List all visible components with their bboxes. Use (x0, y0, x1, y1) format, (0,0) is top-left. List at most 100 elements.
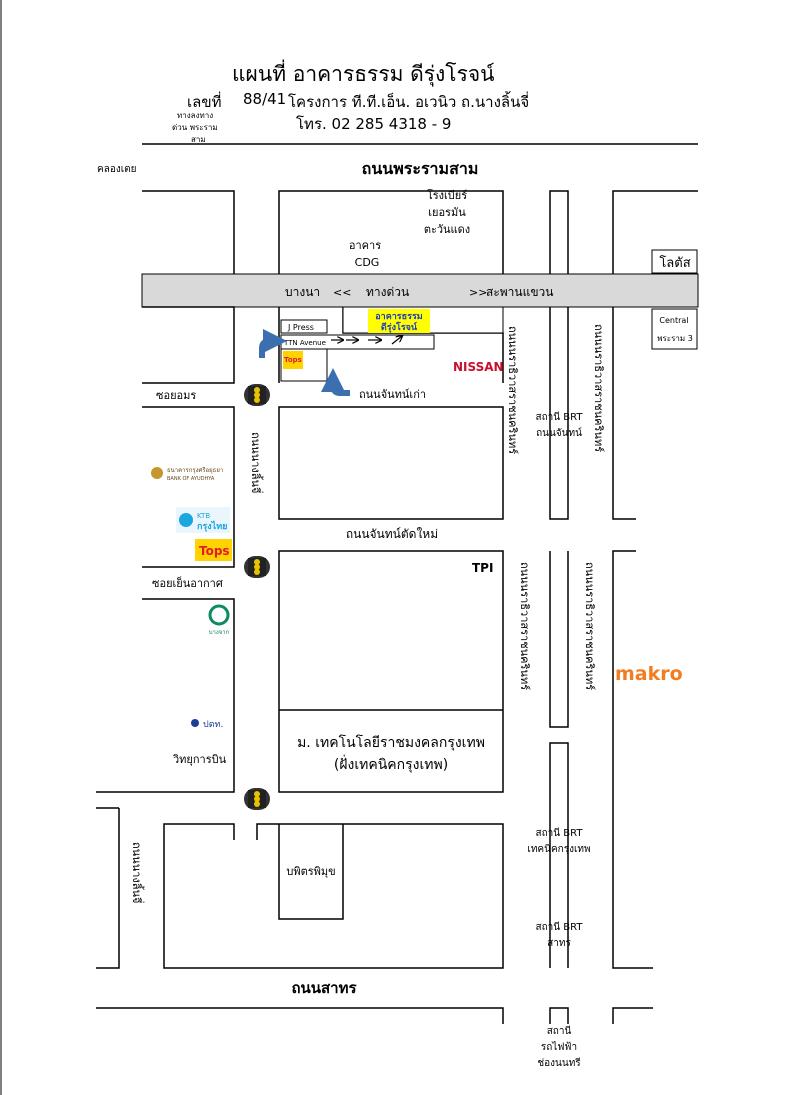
ptt-logo: ปตท. (191, 719, 223, 730)
narathiwat-label-1: ถนนนราธิวาสราชนครินทร์ (506, 326, 519, 454)
road-edge (612, 1007, 653, 1024)
rmutk-label-1: ม. เทคโนโลยีราชมงคลกรุงเทพ (297, 734, 485, 751)
rmutk-label-2: (ฝั่งเทคนิคกรุงเทพ) (334, 755, 448, 773)
brt-technic-label-2: เทคนิคกรุงเทพ (527, 844, 590, 855)
bopit-label: บพิตรพิมุข (286, 865, 335, 878)
nissan-logo: NISSAN (453, 360, 504, 374)
soi-amorn-label: ซอยอมร (156, 389, 196, 402)
expressway-right-arrow: >> (469, 286, 487, 299)
bts-label-2: รถไฟฟ้า (541, 1041, 577, 1053)
road-edge (96, 808, 120, 969)
road-edge (278, 824, 344, 920)
bts-label-1: สถานี (547, 1025, 572, 1037)
brt-sathorn-label-2: สาทร (547, 938, 571, 949)
road-edge (278, 190, 504, 274)
ttn-avenue-label: TTN Avenue (283, 339, 326, 347)
expressway-exit-note-1: ทางลงทาง (177, 111, 214, 120)
aerothai-label: วิทยุการบิน (172, 753, 226, 766)
chan-new-road-label: ถนนจันทน์ตัดใหม่ (346, 527, 438, 541)
ptt-emblem (191, 719, 199, 727)
cdg-label-1: อาคาร (349, 239, 381, 252)
brt-chan-label-2: ถนนจันทน์ (536, 427, 582, 439)
brt-chan-label-1: สถานี BRT (536, 411, 584, 423)
nang-linchi-label-bottom: ถนนนางลิ้นจี่ (130, 842, 145, 903)
address-number: 88/41 (243, 90, 287, 108)
jpress-label: J Press (287, 323, 314, 332)
bank-of-ayudhya-logo: ธนาคารกรุงศรีอยุธยา BANK OF AYUDHYA (151, 466, 223, 482)
blue-turn-arrow-bottom (321, 368, 350, 396)
map-title: แผนที่ อาคารธรรม ดีรุ่งโรจน์ (232, 62, 495, 86)
lotus-label: โลตัส (659, 255, 690, 271)
route-arrow (391, 336, 402, 345)
jpress-building (280, 319, 328, 334)
rama3-road-label: ถนนพระรามสาม (362, 159, 479, 178)
expressway-exit-note-2: ด่วน พระราม (172, 123, 218, 132)
brewery-label-2: เยอรมัน (428, 206, 466, 219)
road-edge (549, 551, 569, 728)
ktb-label-2: กรุงไทย (197, 520, 227, 532)
target-building-label-1: อาคารธรรม (375, 312, 423, 322)
narathiwat-label-3: ถนนนราธิวาสราชนครินทร์ (518, 562, 531, 690)
blue-turn-arrow-left (259, 329, 287, 358)
road-edge (278, 406, 504, 520)
address-project: โครงการ ที.ที.เอ็น. อเวนิว ถ.นางลิ้นจี่ (288, 93, 530, 111)
brt-sathorn-label-1: สถานี BRT (536, 921, 584, 933)
road-edge (163, 823, 504, 969)
bay-label-th: ธนาคารกรุงศรีอยุธยา (167, 466, 223, 474)
brewery-label-3: ตะวันแดง (424, 223, 470, 236)
road-edge (612, 190, 698, 274)
expressway-exit-note-3: สาม (191, 135, 206, 144)
tops-label: Tops (199, 544, 230, 558)
tpi-label: TPI (472, 561, 493, 575)
road-edges (96, 190, 698, 1024)
address-label: เลขที่ (187, 93, 222, 111)
expressway-bangna: บางนา (285, 285, 320, 299)
road-edge (96, 598, 235, 793)
bangchak-emblem (208, 604, 230, 626)
expressway-band (141, 273, 699, 308)
bangchak-logo: บางจาก (206, 602, 232, 636)
target-building-label-2: ดีรุ่งโรจน์ (381, 321, 418, 333)
road-edge (549, 190, 569, 274)
central-label-2: พระราม 3 (657, 334, 693, 343)
central-box (651, 308, 698, 350)
bay-emblem (151, 467, 163, 479)
tops-bg (195, 539, 232, 561)
cdg-label-2: CDG (355, 256, 380, 269)
road-edge (142, 190, 235, 274)
phone-number: โทร. 02 285 4318 - 9 (296, 115, 452, 133)
narathiwat-label-4: ถนนนราธิวาสราชนครินทร์ (583, 562, 596, 690)
route-arrows (331, 336, 402, 345)
soi-yen-akat-label: ซอยเย็นอากาศ (152, 576, 223, 590)
narathiwat-label-2: ถนนนราธิวาสราชนครินทร์ (592, 324, 605, 452)
khlong-toei-label: คลองเตย (97, 164, 136, 175)
expressway-left-arrow: << (333, 286, 351, 299)
road-edge (549, 1007, 569, 1024)
brt-technic-label-1: สถานี BRT (536, 827, 584, 839)
road-edge (612, 307, 636, 520)
ktb-label-1: KTB (197, 512, 210, 520)
road-edge (612, 550, 653, 969)
expressway-suspension-bridge: สะพานแขวน (486, 285, 554, 299)
ktb-emblem (179, 513, 193, 527)
bangchak-label: บางจาก (209, 629, 230, 636)
chan-old-road-label: ถนนจันทน์เก่า (359, 388, 426, 401)
tops-small-label: Tops (284, 356, 302, 364)
traffic-light-3 (244, 788, 270, 810)
road-edge (96, 1007, 504, 1024)
brewery-label-1: โรงเบียร์ (427, 188, 467, 202)
target-building-highlight (368, 309, 430, 333)
makro-logo: makro (615, 663, 683, 685)
bay-label-en: BANK OF AYUDHYA (167, 476, 215, 482)
central-label-1: Central (659, 316, 688, 325)
traffic-light-2 (244, 556, 270, 578)
bts-label-3: ช่องนนทรี (537, 1057, 581, 1069)
ptt-label: ปตท. (203, 720, 223, 730)
expressway-label: ทางด่วน (366, 285, 409, 299)
road-edge (142, 406, 235, 568)
road-edge (142, 306, 235, 384)
sathorn-road-label: ถนนสาทร (291, 979, 357, 997)
tops-small-logo (283, 351, 303, 369)
